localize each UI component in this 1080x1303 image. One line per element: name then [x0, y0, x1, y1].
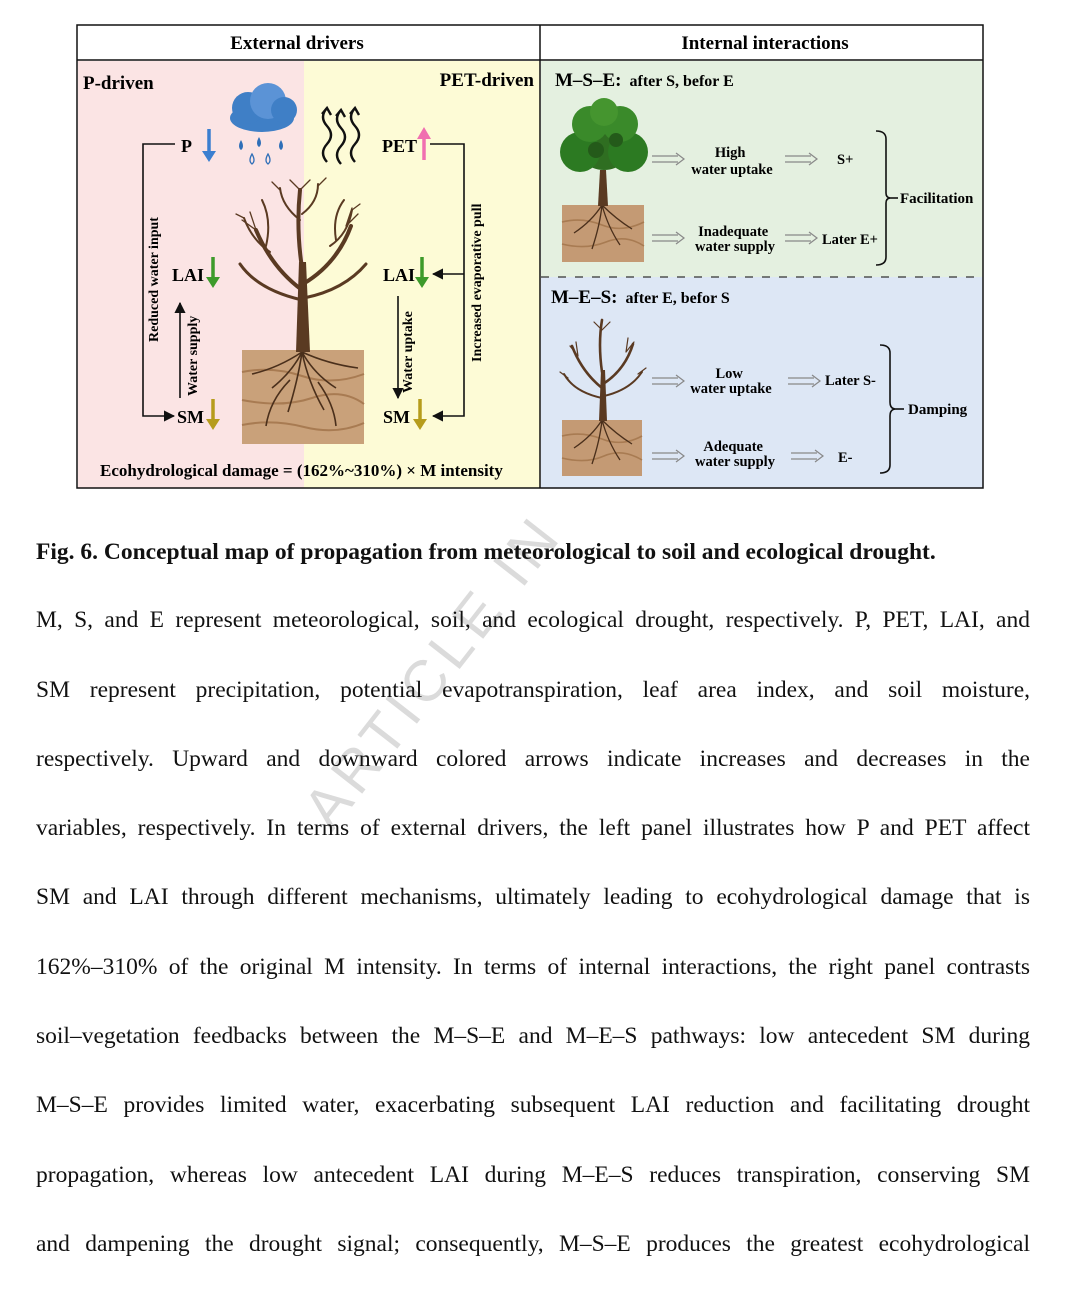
facilitation-label: Facilitation: [900, 191, 974, 207]
later-e-plus-label: Later E+: [822, 232, 878, 248]
caption-line: M–S–E provides limited water, exacerbati…: [36, 1092, 1030, 1118]
reduced-water-input-label: Reduced water input: [147, 217, 162, 342]
s-plus-label: S+: [837, 152, 853, 168]
caption-line: respectively. Upward and downward colore…: [36, 746, 1030, 772]
sm-down-arrow-left-icon: [206, 399, 220, 430]
caption-line: soil–vegetation feedbacks between the M–…: [36, 1023, 1030, 1049]
caption-line: M, S, and E represent meteorological, so…: [36, 607, 1030, 633]
inadequate-supply-label: Inadequate water supply: [695, 224, 776, 255]
caption-line: and dampening the drought signal; conseq…: [36, 1231, 1030, 1257]
pet-driven-label: PET-driven: [440, 70, 535, 91]
caption-title: Fig. 6. Conceptual map of propagation fr…: [36, 539, 936, 565]
bare-tree-icon: [559, 318, 647, 476]
mes-title: M–E–S: after E, befor S: [551, 287, 730, 308]
right-header: Internal interactions: [681, 33, 848, 54]
lai-label-right: LAI: [383, 265, 415, 285]
dead-tree-icon: [235, 177, 368, 444]
p-down-arrow-icon: [202, 129, 216, 162]
mes-flow-arrows: [652, 374, 824, 463]
high-uptake-label: High water uptake: [691, 145, 773, 178]
p-driven-label: P-driven: [83, 73, 154, 94]
caption-line: 162%–310% of the original M intensity. I…: [36, 954, 1030, 980]
pet-label: PET: [382, 136, 417, 156]
sm-down-arrow-right-icon: [413, 399, 427, 430]
increased-evaporative-pull-label: Increased evaporative pull: [470, 203, 485, 362]
rain-cloud-icon: [230, 83, 297, 165]
green-tree-icon: [560, 98, 648, 262]
left-header: External drivers: [230, 33, 364, 54]
sm-label-left: SM: [177, 407, 204, 427]
water-uptake-label: Water uptake: [401, 311, 416, 393]
water-supply-label: Water supply: [186, 316, 201, 396]
lai-down-arrow-left-icon: [206, 257, 220, 288]
mse-title: M–S–E: after S, befor E: [555, 70, 734, 91]
mse-flow-arrows: [652, 152, 818, 245]
evaporation-icon: [321, 105, 361, 165]
lai-label-left: LAI: [172, 265, 204, 285]
later-s-minus-label: Later S-: [825, 373, 876, 389]
caption-line: variables, respectively. In terms of ext…: [36, 815, 1030, 841]
e-minus-label: E-: [838, 450, 853, 466]
p-label: P: [181, 136, 192, 156]
caption-line: SM represent precipitation, potential ev…: [36, 677, 1030, 703]
conceptual-figure: External drivers Internal interactions P…: [76, 24, 984, 489]
sm-label-right: SM: [383, 407, 410, 427]
adequate-supply-label: Adequate water supply: [695, 439, 776, 470]
damping-label: Damping: [908, 402, 968, 418]
low-uptake-label: Low water uptake: [690, 366, 772, 397]
damage-formula: Ecohydrological damage = (162%~310%) × M…: [100, 461, 503, 480]
caption-line: SM and LAI through different mechanisms,…: [36, 884, 1030, 910]
pet-up-arrow-icon: [417, 127, 431, 160]
caption-line: propagation, whereas low antecedent LAI …: [36, 1162, 1030, 1188]
lai-down-arrow-right-icon: [415, 257, 429, 288]
